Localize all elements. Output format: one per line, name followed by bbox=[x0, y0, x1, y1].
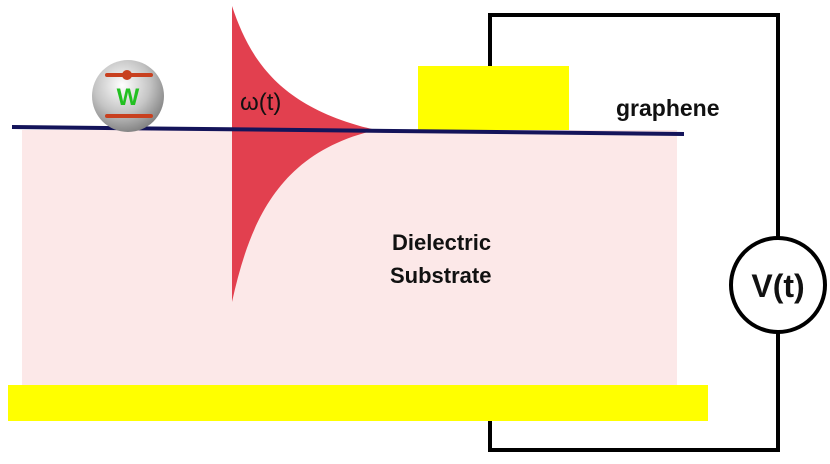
top-contact-electrode bbox=[418, 66, 569, 130]
emitter-label: W bbox=[117, 84, 140, 111]
substrate-label-line1: Dielectric bbox=[392, 230, 491, 255]
voltage-source-label: V(t) bbox=[751, 268, 804, 304]
emitter-electron-dot bbox=[122, 70, 132, 80]
voltage-source: V(t) bbox=[729, 236, 827, 334]
circuit-wire-bottom bbox=[488, 332, 780, 452]
plasmon-field-profile bbox=[232, 6, 376, 302]
graphene-label: graphene bbox=[616, 95, 720, 121]
quantum-emitter: W bbox=[92, 60, 164, 132]
dielectric-substrate bbox=[22, 130, 677, 385]
substrate-label-line2: Substrate bbox=[390, 263, 491, 288]
frequency-label: ω(t) bbox=[240, 89, 281, 116]
circuit-wire-top bbox=[488, 13, 780, 238]
bottom-gate-electrode bbox=[8, 385, 708, 421]
voltage-source-circle bbox=[729, 236, 827, 334]
